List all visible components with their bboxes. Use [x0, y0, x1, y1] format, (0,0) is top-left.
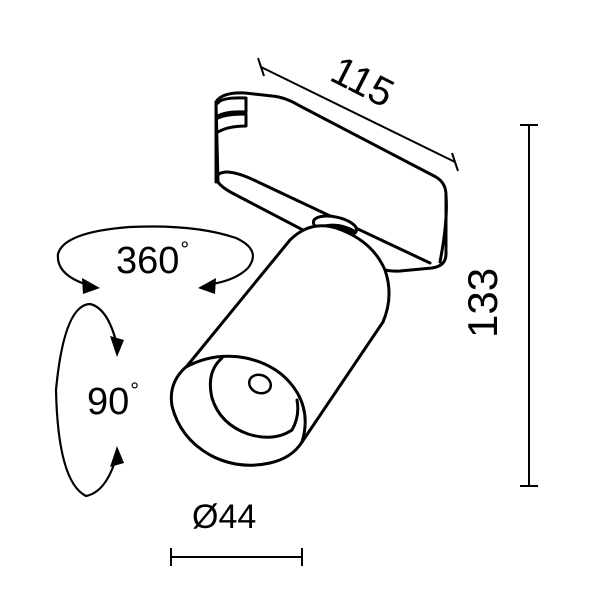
rotation-360-label: 360° — [116, 239, 189, 282]
height-value: 133 — [459, 267, 506, 338]
cylindrical-head — [169, 224, 391, 467]
rotation-90-label: 90° — [87, 380, 139, 423]
lens-reflector — [208, 356, 300, 439]
rotation-360-arrow-icon — [56, 225, 254, 294]
dimension-115-line — [257, 57, 459, 172]
diameter-value: Ø44 — [192, 498, 257, 536]
degree-symbol: ° — [130, 378, 140, 403]
dimension-133-line — [520, 124, 538, 487]
dimension-diameter-label: Ø44 — [192, 500, 256, 534]
degree-symbol: ° — [180, 237, 190, 262]
track-adapter — [214, 91, 448, 273]
dimension-44-line — [170, 548, 303, 566]
rotation-horizontal-value: 360 — [116, 240, 180, 282]
rotation-vertical-value: 90 — [87, 381, 130, 423]
rotation-90-arrow-icon — [54, 302, 124, 498]
dimension-height-label: 133 — [459, 267, 506, 338]
